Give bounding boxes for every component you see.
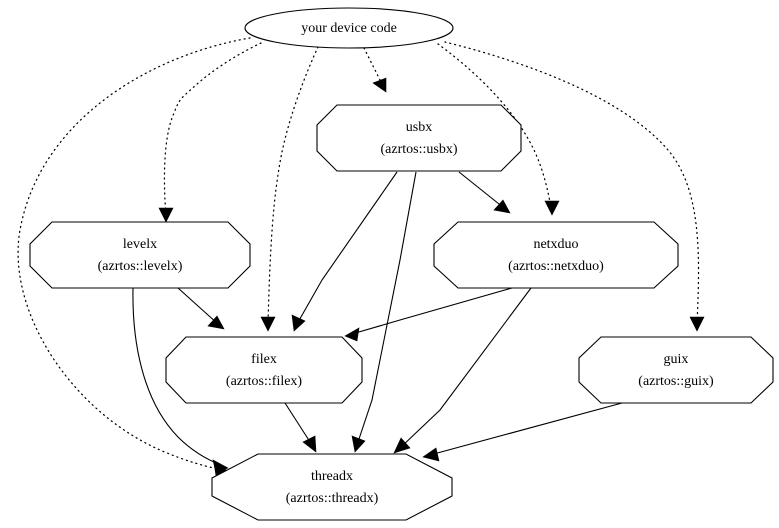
- node-shape-octagon: [578, 336, 774, 404]
- arrowhead-netxduo-filex: [344, 327, 360, 342]
- node-label-threadx-line1: threadx: [311, 469, 353, 484]
- arrowhead-usbx-threadx: [351, 435, 366, 453]
- node-label-filex-line2: (azrtos::filex): [226, 374, 303, 389]
- arrowhead-usbx-netxduo: [493, 199, 511, 214]
- node-label-levelx-line2: (azrtos::levelx): [98, 259, 183, 274]
- edge-netxduo-filex: [344, 287, 513, 342]
- edge-netxduo-threadx: [393, 287, 532, 454]
- node-filex[interactable]: filex (azrtos::filex): [165, 336, 363, 404]
- edge-device-filex: [260, 46, 319, 332]
- node-label-usbx-line2: (azrtos::usbx): [381, 142, 458, 157]
- arrowhead-levelx-filex: [207, 315, 225, 330]
- arrowhead-filex-threadx: [302, 435, 317, 453]
- node-shape-ellipse: [244, 7, 454, 49]
- edge-levelx-filex: [177, 287, 225, 330]
- node-label-netxduo-line2: (azrtos::netxduo): [508, 259, 604, 274]
- edge-device-netxduo: [437, 43, 560, 216]
- node-label-guix-line1: guix: [664, 352, 689, 367]
- node-label-guix-line2: (azrtos::guix): [638, 374, 714, 389]
- node-label-device-line1: your device code: [301, 21, 397, 36]
- node-shape-octagon: [165, 336, 363, 404]
- edge-device-guix: [444, 41, 705, 332]
- node-your-device-code[interactable]: your device code: [244, 7, 454, 49]
- arrowhead-device-netxduo: [544, 200, 560, 216]
- arrowhead-device-levelx: [158, 207, 174, 223]
- node-label-netxduo-line1: netxduo: [533, 237, 578, 252]
- node-guix[interactable]: guix (azrtos::guix): [578, 336, 774, 404]
- edge-usbx-threadx: [351, 171, 417, 453]
- edge-guix-threadx: [422, 402, 623, 462]
- arrowhead-guix-threadx: [422, 447, 440, 462]
- node-label-usbx-line1: usbx: [406, 120, 432, 135]
- arrowhead-netxduo-threadx: [393, 437, 411, 454]
- edge-device-usbx: [363, 47, 387, 93]
- edge-levelx-threadx: [132, 287, 229, 474]
- edge-filex-threadx: [284, 402, 317, 453]
- edge-device-levelx: [158, 42, 262, 223]
- arrowhead-levelx-threadx: [212, 459, 229, 474]
- arrowhead-device-filex: [260, 316, 276, 332]
- node-shape-octagon: [316, 104, 522, 172]
- node-netxduo[interactable]: netxduo (azrtos::netxduo): [433, 221, 679, 289]
- node-levelx[interactable]: levelx (azrtos::levelx): [29, 221, 251, 289]
- node-usbx[interactable]: usbx (azrtos::usbx): [316, 104, 522, 172]
- node-label-levelx-line1: levelx: [123, 237, 157, 252]
- node-label-filex-line1: filex: [251, 352, 277, 367]
- edge-usbx-filex: [291, 171, 398, 332]
- edge-layer: [17, 37, 705, 477]
- arrowhead-usbx-filex: [291, 314, 306, 332]
- edge-usbx-netxduo: [458, 171, 511, 214]
- node-layer: your device code usbx (azrtos::usbx) lev…: [29, 7, 774, 521]
- node-threadx[interactable]: threadx (azrtos::threadx): [211, 453, 453, 521]
- node-shape-octagon: [211, 453, 453, 521]
- node-label-threadx-line2: (azrtos::threadx): [286, 491, 379, 506]
- node-shape-octagon: [29, 221, 251, 289]
- arrowhead-device-guix: [689, 316, 705, 332]
- node-shape-octagon: [433, 221, 679, 289]
- arrowhead-device-usbx: [372, 77, 387, 93]
